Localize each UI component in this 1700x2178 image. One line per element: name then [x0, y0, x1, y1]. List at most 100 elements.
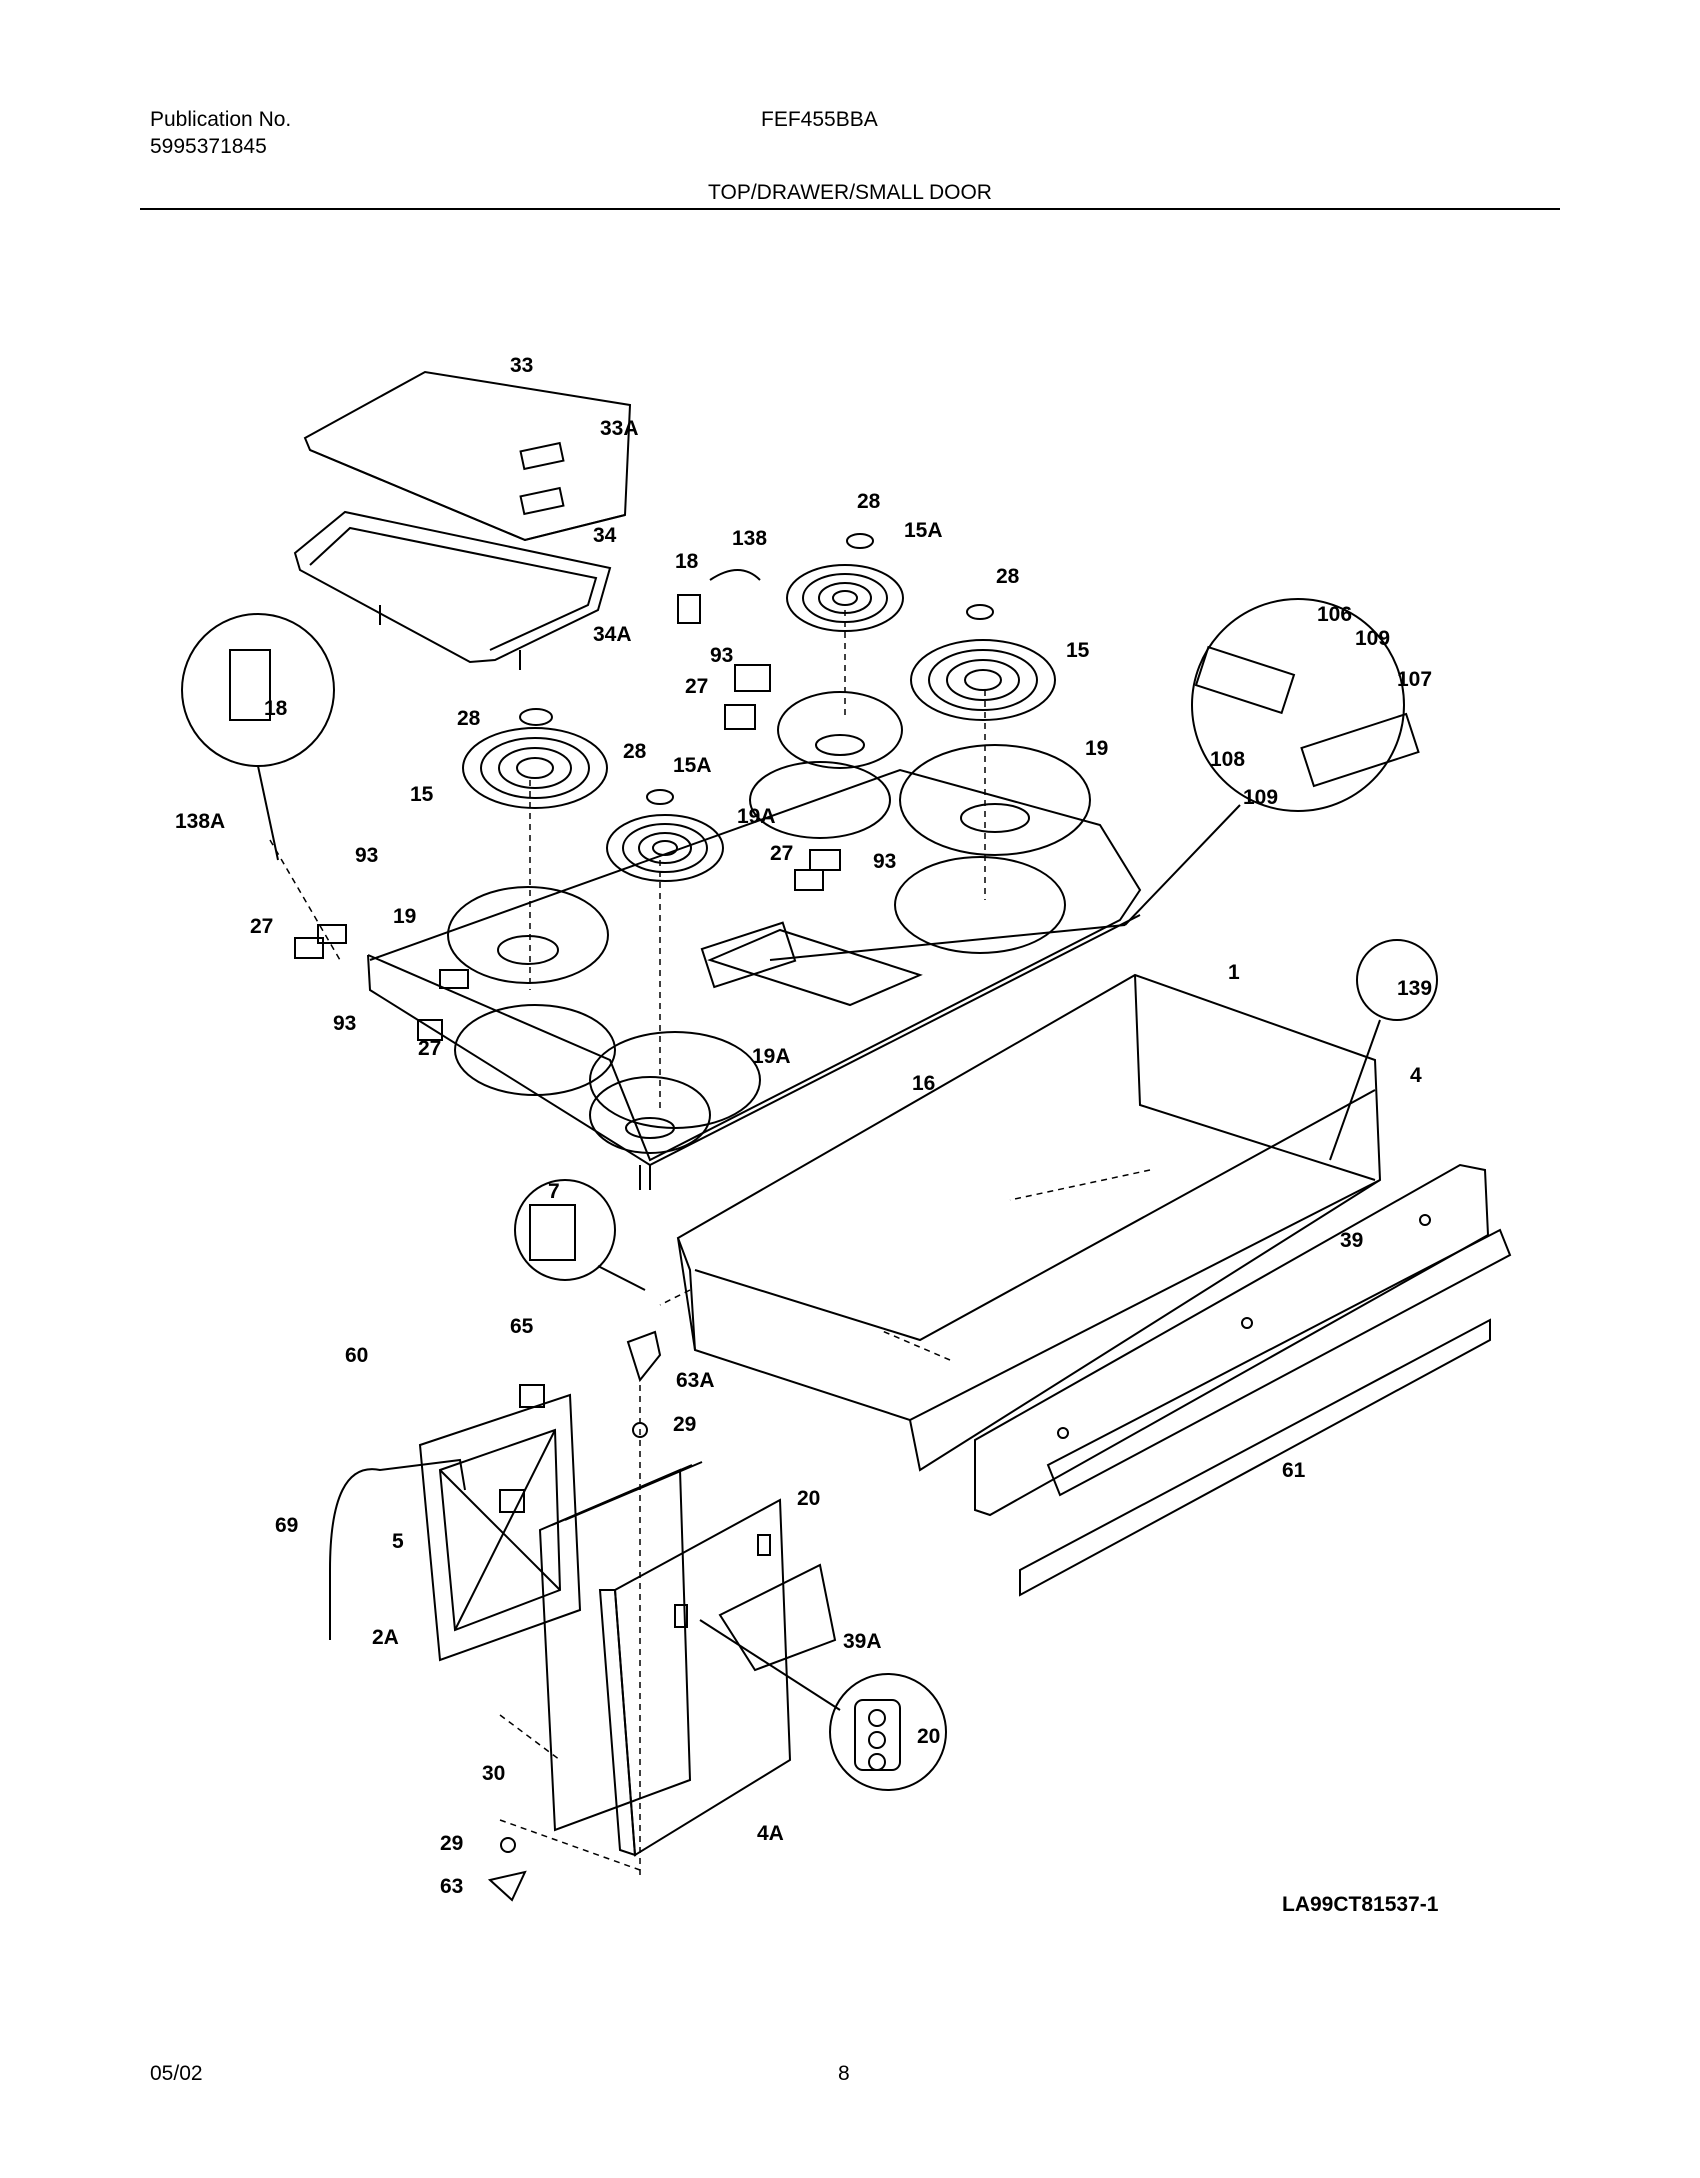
hinge-part: [626, 1330, 662, 1383]
glass-panel-part: [538, 1461, 703, 1832]
terminal-block-part: [317, 924, 347, 944]
callout-15-left: 15: [410, 783, 434, 806]
callout-39: 39: [1340, 1229, 1363, 1252]
terminal-block-part: [439, 969, 469, 989]
callout-27-d: 27: [418, 1037, 441, 1060]
callout-19a: 19A: [752, 1045, 791, 1068]
element-cap-part: [646, 789, 674, 805]
connector-part: [294, 937, 324, 959]
callout-19-right: 19: [1085, 737, 1108, 760]
diagram-code: LA99CT81537-1: [1282, 1893, 1439, 1916]
element-cap-part: [966, 604, 994, 620]
callout-93-b: 93: [873, 850, 896, 873]
callout-69: 69: [275, 1514, 298, 1537]
bracket-part: [677, 594, 701, 624]
door-frame-part: [418, 1393, 582, 1662]
lid-frame-part: [293, 510, 612, 670]
detail-circle-7: [514, 1179, 616, 1281]
callout-29-bottom: 29: [440, 1832, 463, 1855]
detail-circle-terminal: [1191, 598, 1405, 812]
connector-part: [417, 1019, 443, 1041]
callout-28-a: 28: [857, 490, 881, 513]
drawer-part: [676, 973, 1382, 1472]
callout-106: 106: [1317, 603, 1352, 626]
hinge-bracket-part: [519, 1384, 545, 1408]
model-number: FEF455BBA: [761, 108, 878, 131]
callout-7: 7: [548, 1180, 560, 1203]
callout-19a-top: 19A: [737, 805, 776, 828]
callout-34a: 34A: [593, 623, 632, 646]
callout-30: 30: [482, 1762, 505, 1785]
connector-part: [724, 704, 756, 730]
callout-27-c: 27: [250, 915, 273, 938]
drip-bowl-part: [447, 691, 1091, 1154]
callout-63a: 63A: [676, 1369, 715, 1392]
callout-138: 138: [732, 527, 767, 550]
callout-2a: 2A: [372, 1626, 399, 1649]
terminal-block-part: [809, 849, 841, 871]
callout-20-detail: 20: [917, 1725, 940, 1748]
detail-circle-screw: [1356, 939, 1438, 1021]
callout-63: 63: [440, 1875, 463, 1898]
publication-number: 5995371845: [150, 135, 267, 158]
publication-label: Publication No.: [150, 108, 292, 131]
callout-27-b: 27: [770, 842, 793, 865]
callout-15-right: 15: [1066, 639, 1090, 662]
detail-circle-18: [181, 613, 335, 767]
callout-18: 18: [675, 550, 699, 573]
callout-labels: 33 33A 34 34A 18 18 138 138A 28 28 28 28…: [175, 354, 1432, 1898]
callout-28-c: 28: [457, 707, 481, 730]
callout-139: 139: [1397, 977, 1432, 1000]
cooktop-part: [367, 761, 1142, 1190]
callout-1: 1: [1228, 961, 1240, 984]
element-cap-part: [519, 708, 553, 726]
callout-109-top: 109: [1355, 627, 1390, 650]
rail-part: [329, 1458, 466, 1571]
callout-15a: 15A: [673, 754, 712, 777]
callout-39a: 39A: [843, 1630, 882, 1653]
footer-date: 05/02: [150, 2062, 203, 2085]
surface-element-part: [462, 564, 1056, 882]
detail-circle-20: [829, 1673, 947, 1791]
callout-33: 33: [510, 354, 533, 377]
callout-28-d: 28: [623, 740, 647, 763]
callout-65: 65: [510, 1315, 534, 1338]
bracket-detail: [229, 649, 271, 721]
callout-138a: 138A: [175, 810, 225, 833]
callout-20: 20: [797, 1487, 820, 1510]
callout-16: 16: [912, 1072, 935, 1095]
callout-93-d: 93: [333, 1012, 356, 1035]
terminal-block-part: [734, 664, 771, 692]
callout-33a: 33A: [600, 417, 639, 440]
drawer-front-part: [974, 1163, 1512, 1597]
callout-107: 107: [1397, 668, 1432, 691]
callout-27-a: 27: [685, 675, 708, 698]
callout-34: 34: [593, 524, 617, 547]
page-number: 8: [838, 2062, 850, 2085]
top-lid-part: [303, 370, 632, 542]
callout-19-left: 19: [393, 905, 416, 928]
callout-15a-top: 15A: [904, 519, 943, 542]
callout-29-top: 29: [673, 1413, 696, 1436]
callout-28-b: 28: [996, 565, 1020, 588]
callout-60: 60: [345, 1344, 368, 1367]
element-cap-part: [846, 533, 874, 549]
callout-93-a: 93: [710, 644, 733, 667]
washer-part: [500, 1837, 516, 1853]
callout-109-bottom: 109: [1243, 786, 1278, 809]
callout-4: 4: [1410, 1064, 1422, 1087]
callout-18-detail: 18: [264, 697, 288, 720]
connector-part: [794, 869, 824, 891]
callout-61: 61: [1282, 1459, 1306, 1482]
callout-93-c: 93: [355, 844, 378, 867]
wire-clip-part: [709, 569, 761, 581]
header-rule: [140, 208, 1560, 210]
callout-108: 108: [1210, 748, 1245, 771]
hinge-part: [487, 1870, 527, 1902]
callout-4a: 4A: [757, 1822, 784, 1845]
hinge-bracket-part: [499, 1489, 525, 1513]
section-title: TOP/DRAWER/SMALL DOOR: [708, 181, 992, 204]
callout-5: 5: [392, 1530, 404, 1553]
small-door-part: [598, 1498, 837, 1857]
